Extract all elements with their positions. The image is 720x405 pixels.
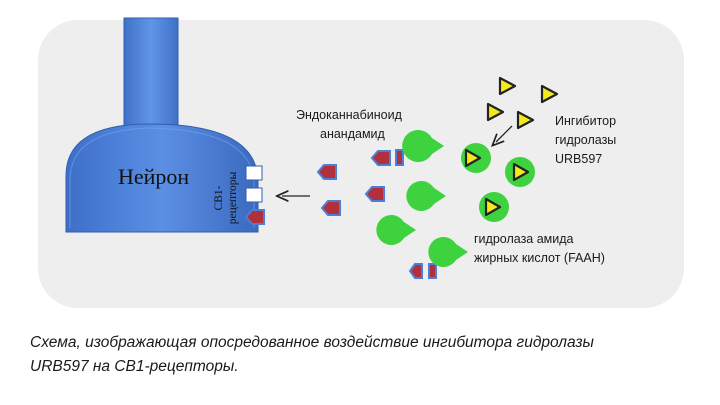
endocannabinoid-label-line2: анандамид xyxy=(320,127,385,141)
anandamide-fragment xyxy=(408,263,423,279)
receptors-label-line1: CB1- xyxy=(213,185,225,211)
cb1-receptor-empty xyxy=(245,187,263,203)
inhibitor-label-line1: Ингибитор xyxy=(555,114,617,128)
cb1-receptor-bound xyxy=(244,209,265,225)
anandamide-fragment xyxy=(395,149,404,166)
cb1-receptors xyxy=(244,165,265,225)
caption-line2: URB597 на CB1-рецепторы. xyxy=(30,358,239,375)
faah-enzyme xyxy=(376,215,416,245)
neuron xyxy=(65,17,259,233)
inhibitor-molecule xyxy=(540,84,559,104)
faah-enzyme xyxy=(406,181,446,211)
inhibitor-molecule xyxy=(484,197,502,217)
endocannabinoid-label-line1: Эндоканнабиноид xyxy=(296,108,402,122)
faah-enzyme xyxy=(428,237,468,267)
background-panel xyxy=(38,20,684,308)
anandamide-molecules xyxy=(316,149,437,279)
urb597-inhibitors xyxy=(464,76,559,217)
anandamide-molecule xyxy=(364,186,385,202)
faah-label-line1: гидролаза амида xyxy=(474,232,574,246)
inhibitor-label-line2: гидролазы xyxy=(555,133,617,147)
anandamide-molecule xyxy=(370,150,391,166)
receptors-label: CB1- рецепторы xyxy=(212,158,246,238)
neuron-axon xyxy=(123,17,179,131)
anandamide-molecule xyxy=(320,200,341,216)
caption-line1: Схема, изображающая опосредованное возде… xyxy=(30,334,594,351)
inhibitor-molecule xyxy=(512,162,530,182)
inhibitor-molecule xyxy=(486,102,505,122)
inhibitor-molecule xyxy=(516,110,535,130)
arrow-inhibitor xyxy=(496,125,513,142)
neuron-label: Нейрон xyxy=(118,164,190,189)
figure-caption: Схема, изображающая опосредованное возде… xyxy=(30,331,700,379)
neuron-body xyxy=(65,123,259,233)
faah-label-line2: жирных кислот (FAAH) xyxy=(474,251,605,265)
inhibitor-molecule xyxy=(464,148,482,168)
anandamide-molecule xyxy=(316,164,337,180)
faah-enzyme xyxy=(402,129,444,162)
receptors-label-line2: рецепторы xyxy=(227,171,239,225)
inhibitor-label-line3: URB597 xyxy=(555,152,603,166)
anandamide-fragment xyxy=(428,263,437,279)
cb1-receptor-empty xyxy=(245,165,263,181)
inhibitor-molecule xyxy=(498,76,517,96)
